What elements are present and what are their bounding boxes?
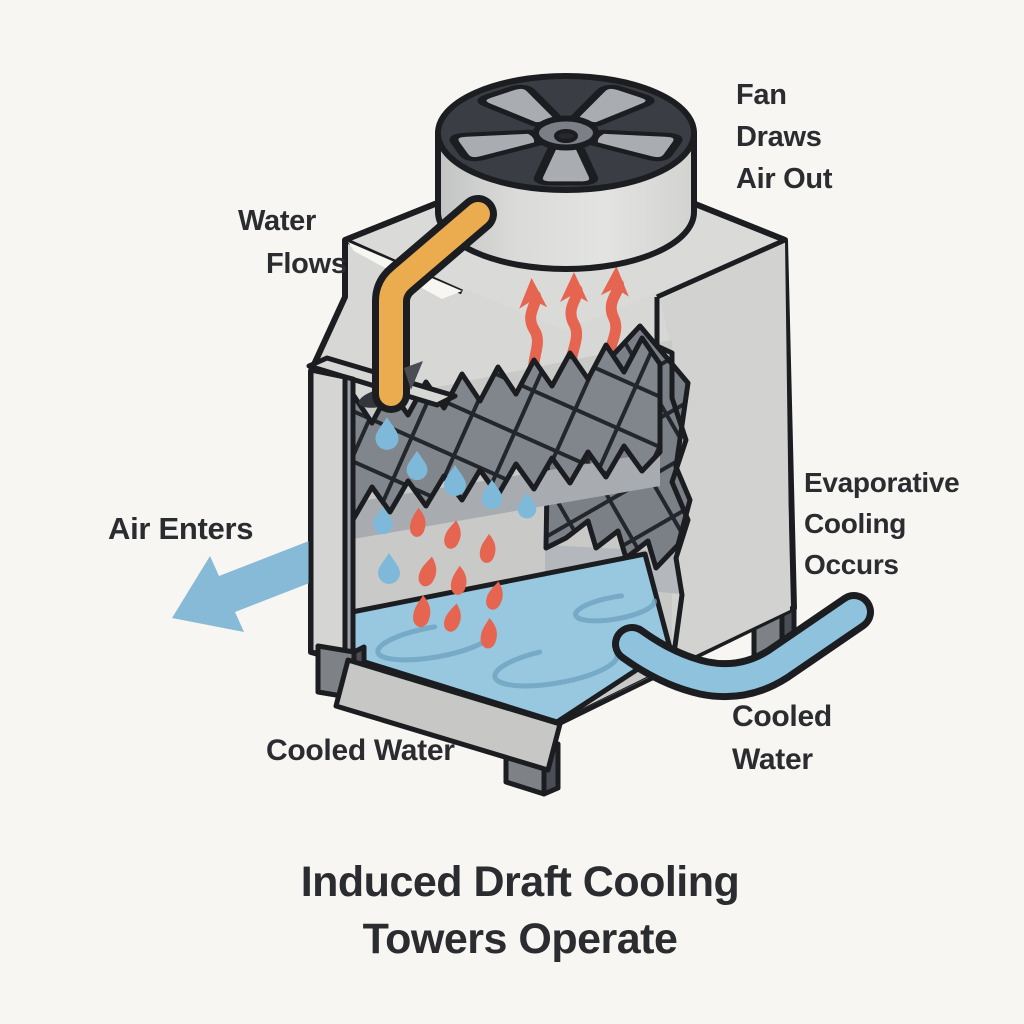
label-cooled-water-right: Cooled Water <box>732 695 832 781</box>
label-line: Air Enters <box>108 511 254 546</box>
label-line: Occurs <box>804 549 899 580</box>
diagram-title: Induced Draft Cooling Towers Operate <box>0 854 1024 968</box>
label-line: Flows <box>266 248 347 280</box>
label-fan-draws-air-out: Fan Draws Air Out <box>736 74 832 200</box>
water-inlet-pipe <box>358 195 497 413</box>
label-line: Cooled <box>732 700 832 733</box>
label-line: Draws <box>736 121 822 153</box>
label-line: Fan <box>736 79 787 111</box>
fan-blade-icon <box>538 147 593 184</box>
cooled-water-pipe <box>612 592 874 701</box>
fan-hub-hole <box>554 129 578 143</box>
label-evaporative-cooling: Evaporative Cooling Occurs <box>804 462 960 585</box>
label-cooled-water-left: Cooled Water <box>266 730 455 772</box>
title-line: Induced Draft Cooling <box>300 858 740 906</box>
air-enters-arrow <box>172 532 348 632</box>
base-frame <box>333 657 563 773</box>
fan <box>435 73 697 193</box>
label-line: Cooled Water <box>266 734 455 767</box>
label-air-enters: Air Enters <box>108 508 253 550</box>
label-line: Water <box>238 205 316 237</box>
label-line: Evaporative <box>804 467 960 498</box>
title-line: Towers Operate <box>362 915 678 963</box>
label-water-flows: Water Flows <box>238 200 347 286</box>
label-line: Cooling <box>804 508 907 539</box>
cutaway-edge <box>654 297 691 669</box>
label-line: Air Out <box>736 163 833 195</box>
label-line: Water <box>732 743 813 776</box>
